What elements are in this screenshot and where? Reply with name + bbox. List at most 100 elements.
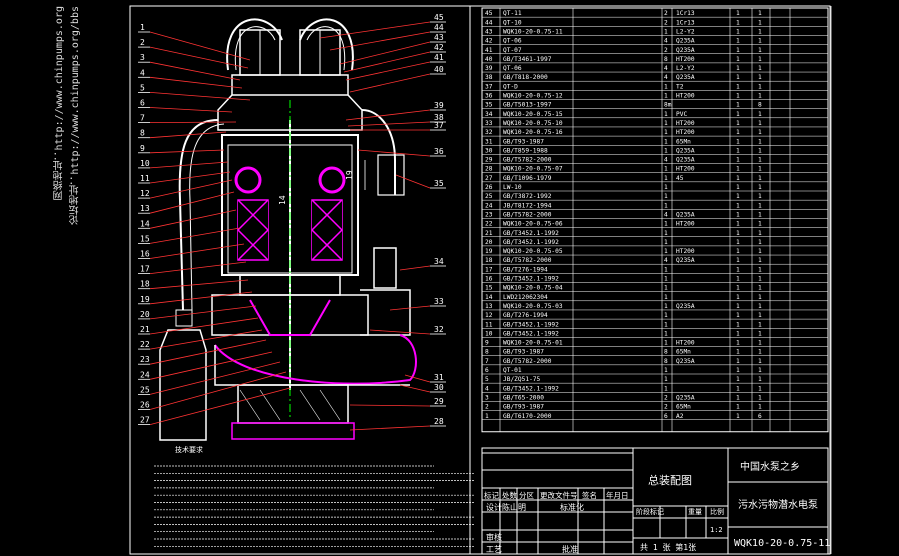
leader-line: [149, 339, 267, 365]
table-cell: 11: [485, 321, 493, 328]
table-cell: 4: [664, 74, 668, 81]
table-cell: 1: [758, 340, 762, 347]
table-cell: 1: [736, 147, 740, 154]
table-cell: 65Mn: [676, 138, 691, 145]
technical-notes: 技术要求: [154, 445, 474, 547]
balloon-number: 20: [140, 310, 150, 319]
table-cell: 1: [736, 102, 740, 109]
balloon-number: 11: [140, 174, 150, 183]
table-cell: 1: [736, 10, 740, 17]
table-cell: 6: [664, 413, 668, 420]
table-cell: QT-10: [503, 19, 522, 26]
table-cell: WQK10-20-0.75-07: [503, 166, 563, 173]
balloon-number: 19: [140, 295, 150, 304]
table-cell: 14: [485, 294, 493, 301]
table-cell: 1Cr13: [676, 10, 695, 17]
table-cell: 1: [736, 248, 740, 255]
table-cell: Q235A: [676, 358, 695, 365]
table-cell: 1: [736, 358, 740, 365]
table-cell: 2: [664, 19, 668, 26]
balloon-number: 22: [140, 340, 150, 349]
table-cell: 43: [485, 28, 493, 35]
balloon-number: 8: [140, 129, 145, 138]
table-cell: 38: [485, 74, 493, 81]
table-cell: 1: [758, 248, 762, 255]
table-cell: 27: [485, 175, 493, 182]
designer-name: 陈山明: [502, 502, 526, 512]
table-cell: 1: [758, 120, 762, 127]
table-cell: 1: [664, 285, 668, 292]
table-cell: HT200: [676, 129, 695, 136]
table-cell: WQK10-20-0.75-04: [503, 285, 563, 292]
table-cell: 4: [664, 65, 668, 72]
balloon-number: 35: [434, 179, 444, 188]
table-cell: 3: [485, 394, 489, 401]
table-cell: 33: [485, 120, 493, 127]
table-cell: GB/T3452.1-1992: [503, 321, 559, 328]
table-cell: 31: [485, 138, 493, 145]
leader-line: [149, 171, 231, 184]
table-cell: 1: [758, 93, 762, 100]
balloon-number: 16: [140, 250, 150, 259]
leader-line: [319, 21, 431, 39]
table-cell: 15: [485, 285, 493, 292]
table-cell: 1: [758, 129, 762, 136]
table-cell: QT-06: [503, 65, 522, 72]
table-cell: 1: [736, 19, 740, 26]
leader-line: [329, 31, 431, 51]
table-cell: 1: [736, 330, 740, 337]
leader-line: [389, 305, 431, 311]
table-cell: LWD212062304: [503, 294, 548, 301]
table-cell: 1: [736, 276, 740, 283]
table-cell: 1: [758, 358, 762, 365]
table-cell: 1: [664, 28, 668, 35]
revision-header: 年月日: [606, 490, 629, 500]
leader-line: [345, 61, 431, 81]
table-cell: 1: [664, 166, 668, 173]
table-cell: 1: [736, 211, 740, 218]
table-cell: 1: [758, 321, 762, 328]
table-cell: 2: [664, 10, 668, 17]
leader-line: [149, 261, 247, 274]
table-cell: GB/T3461-1997: [503, 56, 552, 63]
leader-line: [149, 291, 253, 305]
table-cell: 1: [758, 28, 762, 35]
std-label: 标准化: [560, 502, 584, 512]
table-cell: GB/T5782-2000: [503, 358, 552, 365]
table-cell: 1: [664, 321, 668, 328]
balloon-number: 12: [140, 189, 150, 198]
table-cell: 1: [736, 120, 740, 127]
table-cell: 1: [736, 65, 740, 72]
revision-header: 签名: [582, 490, 597, 500]
table-cell: GB/T5782-2000: [503, 157, 552, 164]
table-cell: QT-06: [503, 38, 522, 45]
table-cell: 1: [758, 367, 762, 374]
table-cell: 1: [664, 367, 668, 374]
table-cell: GB/T5782-2000: [503, 211, 552, 218]
table-cell: Q235A: [676, 147, 695, 154]
table-cell: 1: [758, 65, 762, 72]
leader-line: [149, 351, 273, 380]
table-cell: 1: [736, 56, 740, 63]
product-name: 污水污物潜水电泵: [738, 498, 818, 511]
table-cell: 1: [664, 303, 668, 310]
table-cell: 13: [485, 303, 493, 310]
table-cell: 26: [485, 184, 493, 191]
table-cell: 1: [758, 285, 762, 292]
leader-line: [339, 41, 431, 65]
balloon-number: 34: [434, 257, 444, 266]
balloon-number: 39: [434, 101, 444, 110]
